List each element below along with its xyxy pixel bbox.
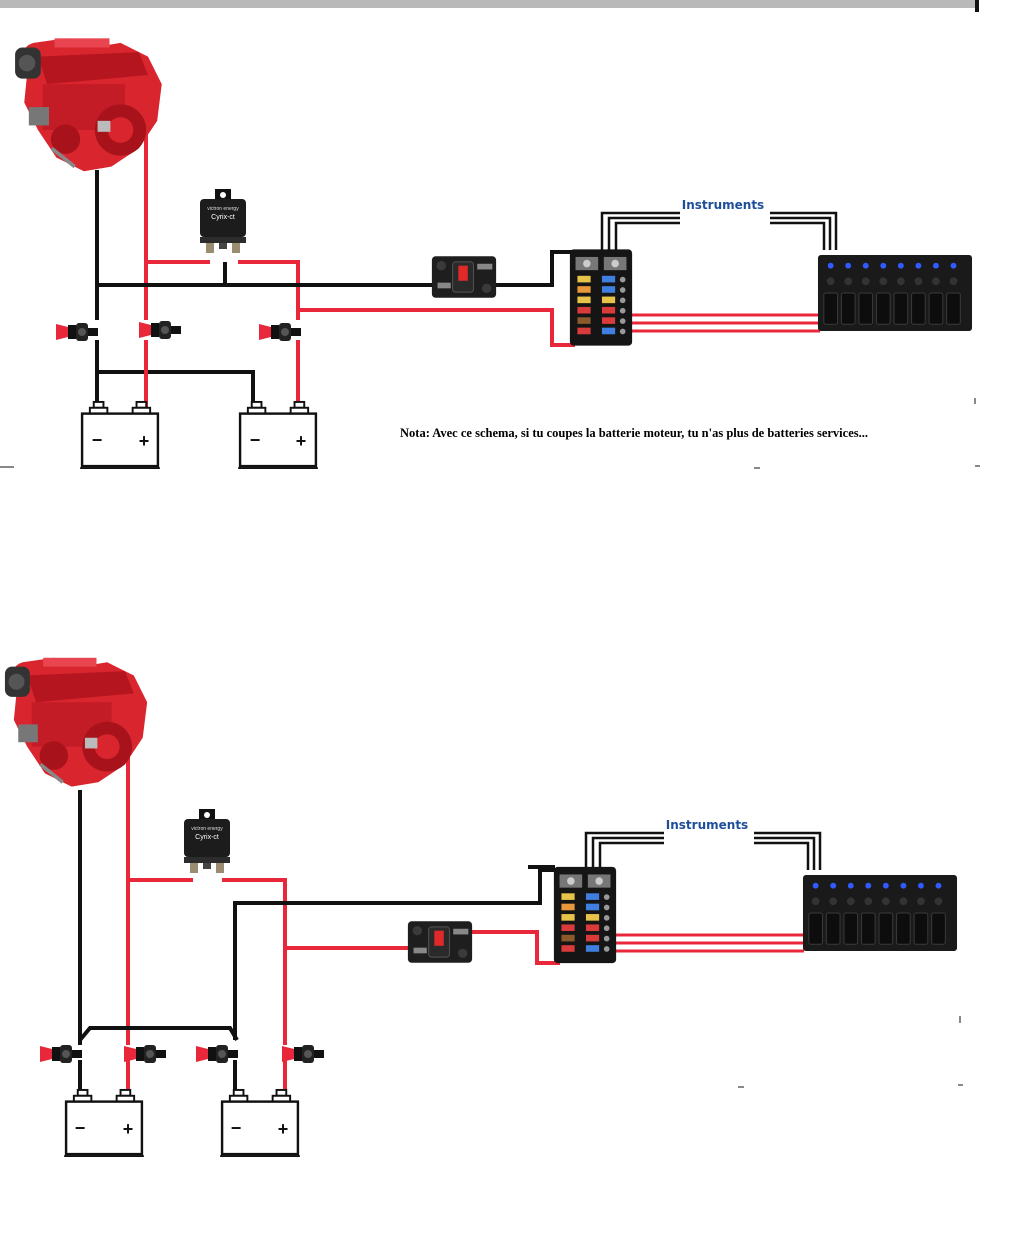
diagram-top: victron energy Cyrix-ct − + − + Instrume… xyxy=(0,36,980,470)
circuit-breaker-icon[interactable] xyxy=(407,920,473,964)
battery-minus-label: − xyxy=(231,1118,242,1138)
switch-panel-icon[interactable] xyxy=(802,874,958,952)
relay-brand: victron energy xyxy=(207,206,239,212)
top-border-bar xyxy=(0,0,975,8)
instruments-label: Instruments xyxy=(682,198,764,212)
battery-minus-label: − xyxy=(92,430,103,450)
relay-icon xyxy=(200,189,246,253)
circuit-breaker-icon[interactable] xyxy=(431,255,497,299)
battery-switch-icon[interactable] xyxy=(282,1045,324,1063)
wires-top xyxy=(95,125,838,410)
engine-icon xyxy=(3,655,150,789)
battery-switch-icon[interactable] xyxy=(124,1045,166,1063)
relay-model: Cyrix-ct xyxy=(211,214,235,221)
fuse-box-icon xyxy=(569,249,633,346)
diagram-bottom: victron energy Cyrix-ct − + − + Instrume… xyxy=(3,655,963,1158)
relay-icon xyxy=(184,809,230,873)
battery-switch-icon[interactable] xyxy=(196,1045,238,1063)
battery-plus-label: + xyxy=(278,1119,289,1139)
battery-switch-icon[interactable] xyxy=(40,1045,82,1063)
battery-minus-label: − xyxy=(250,430,261,450)
battery-plus-label: + xyxy=(296,431,307,451)
battery-minus-label: − xyxy=(75,1118,86,1138)
battery-plus-label: + xyxy=(123,1119,134,1139)
top-border-end xyxy=(975,0,979,12)
fuse-box-icon xyxy=(553,866,617,964)
battery-switch-icon[interactable] xyxy=(259,323,301,341)
battery-plus-label: + xyxy=(139,431,150,451)
relay-model: Cyrix-ct xyxy=(195,834,219,841)
switch-panel-icon[interactable] xyxy=(817,254,973,332)
engine-icon xyxy=(13,36,164,174)
instruments-label: Instruments xyxy=(666,818,748,832)
battery-switch-icon[interactable] xyxy=(139,321,181,339)
relay-brand: victron energy xyxy=(191,826,223,832)
note-text: Nota: Avec ce schema, si tu coupes la ba… xyxy=(400,426,868,440)
battery-switch-icon[interactable] xyxy=(56,323,98,341)
